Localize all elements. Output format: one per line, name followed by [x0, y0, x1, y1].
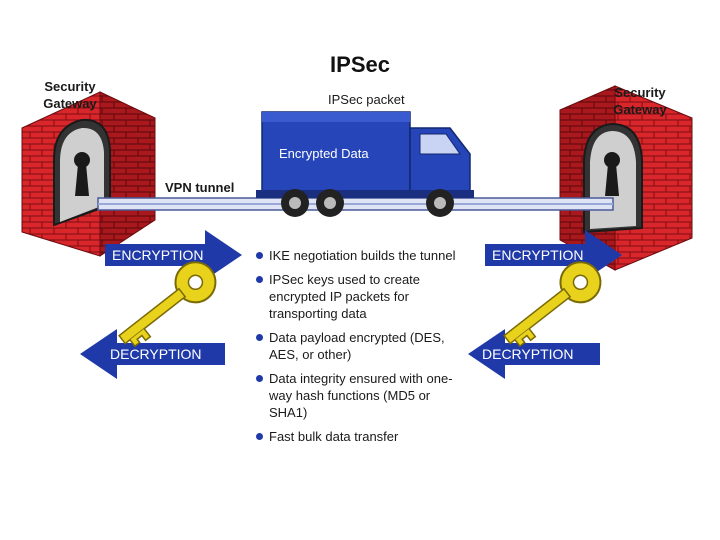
page-title: IPSec — [330, 52, 390, 77]
bullet-dot-icon — [256, 252, 263, 259]
bullet-item: IPSec keys used to create encrypted IP p… — [255, 271, 470, 322]
bullet-dot-icon — [256, 375, 263, 382]
ipsec-truck — [256, 111, 474, 217]
left-decryption-label: DECRYPTION — [110, 346, 202, 362]
packet-label: IPSec packet — [328, 92, 405, 107]
bullet-dot-icon — [256, 276, 263, 283]
truck-wheel — [316, 189, 344, 217]
gateway-label-line2: Gateway — [43, 96, 97, 111]
gateway-label-line1: Security — [44, 79, 96, 94]
tunnel-label: VPN tunnel — [165, 180, 235, 195]
left-decryption-arrow — [80, 329, 225, 379]
vpn-tunnel — [97, 197, 614, 211]
bullet-text: Fast bulk data transfer — [269, 429, 399, 444]
bullet-text: IPSec keys used to create encrypted IP p… — [269, 272, 421, 321]
bullet-dot-icon — [256, 334, 263, 341]
bullet-item: Data payload encrypted (DES, AES, or oth… — [255, 329, 470, 363]
bullet-text: Data payload encrypted (DES, AES, or oth… — [269, 330, 445, 362]
right-decryption-arrow — [468, 329, 600, 379]
right-gateway-label: Security Gateway — [595, 84, 685, 118]
bullet-item: IKE negotiation builds the tunnel — [255, 247, 470, 264]
left-encryption-label: ENCRYPTION — [112, 247, 204, 263]
gateway-label-line2: Gateway — [613, 102, 667, 117]
bullet-dot-icon — [256, 433, 263, 440]
bullet-text: IKE negotiation builds the tunnel — [269, 248, 456, 263]
truck-wheel — [426, 189, 454, 217]
left-key-icon — [118, 261, 217, 348]
truck-wheel — [281, 189, 309, 217]
left-gateway-label: Security Gateway — [25, 78, 115, 112]
right-key-icon — [503, 261, 602, 348]
truck-label: Encrypted Data — [279, 146, 369, 161]
gateway-label-line1: Security — [614, 85, 666, 100]
right-encryption-label: ENCRYPTION — [492, 247, 584, 263]
feature-bullet-list: IKE negotiation builds the tunnel IPSec … — [255, 247, 470, 452]
bullet-text: Data integrity ensured with one-way hash… — [269, 371, 453, 420]
right-decryption-label: DECRYPTION — [482, 346, 574, 362]
bullet-item: Fast bulk data transfer — [255, 428, 470, 445]
left-gateway-wall — [21, 91, 156, 257]
bullet-item: Data integrity ensured with one-way hash… — [255, 370, 470, 421]
